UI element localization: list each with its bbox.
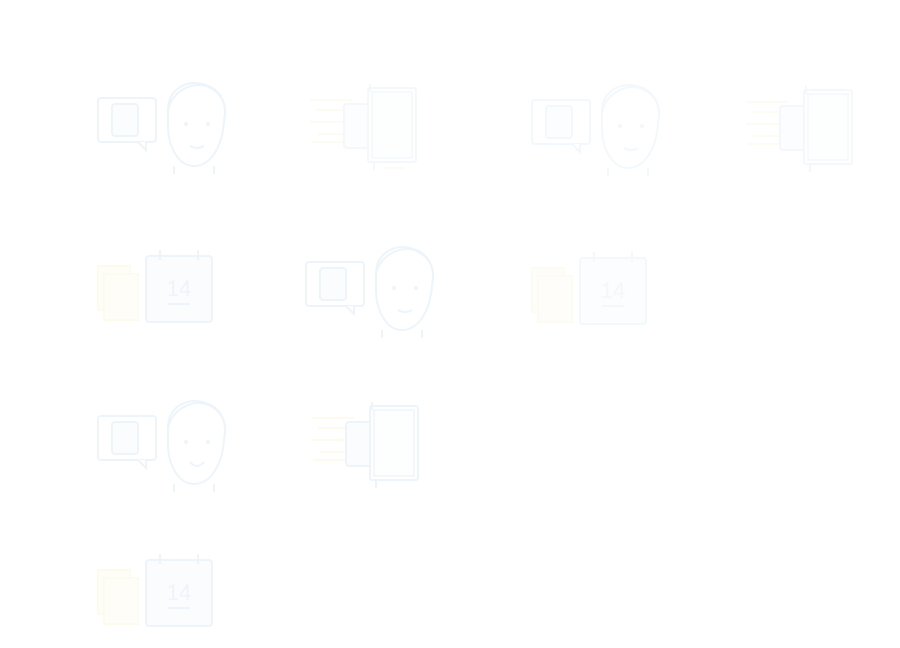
calendar-day-text: 14 [167,276,191,301]
tile-chat-face-2 [524,72,684,182]
phone-and-book-icon [310,84,417,170]
chat-bubble-with-face-icon [97,400,227,492]
tile-chat-face-3 [298,234,458,344]
chat-bubble-with-face-icon [531,84,661,176]
chat-bubble-with-face-icon [97,82,227,174]
tile-chat-face-4 [90,388,250,498]
notes-and-calendar-icon: 14 [97,554,213,627]
tile-notes-calendar-3: 14 [90,544,250,648]
tile-phone-book-3 [302,396,462,506]
tile-chat-face-1 [90,70,250,180]
calendar-day-text: 14 [167,580,191,605]
tile-phone-book-1 [300,78,460,188]
chat-bubble-with-face-icon [305,246,435,338]
notes-and-calendar-icon: 14 [531,252,647,325]
phone-and-book-icon [746,86,853,172]
tile-notes-calendar-2: 14 [524,242,684,352]
tile-notes-calendar-1: 14 [90,240,250,350]
notes-and-calendar-icon: 14 [97,250,213,323]
phone-and-book-icon [312,402,419,488]
tile-phone-book-2 [736,80,896,190]
calendar-day-text: 14 [601,278,625,303]
